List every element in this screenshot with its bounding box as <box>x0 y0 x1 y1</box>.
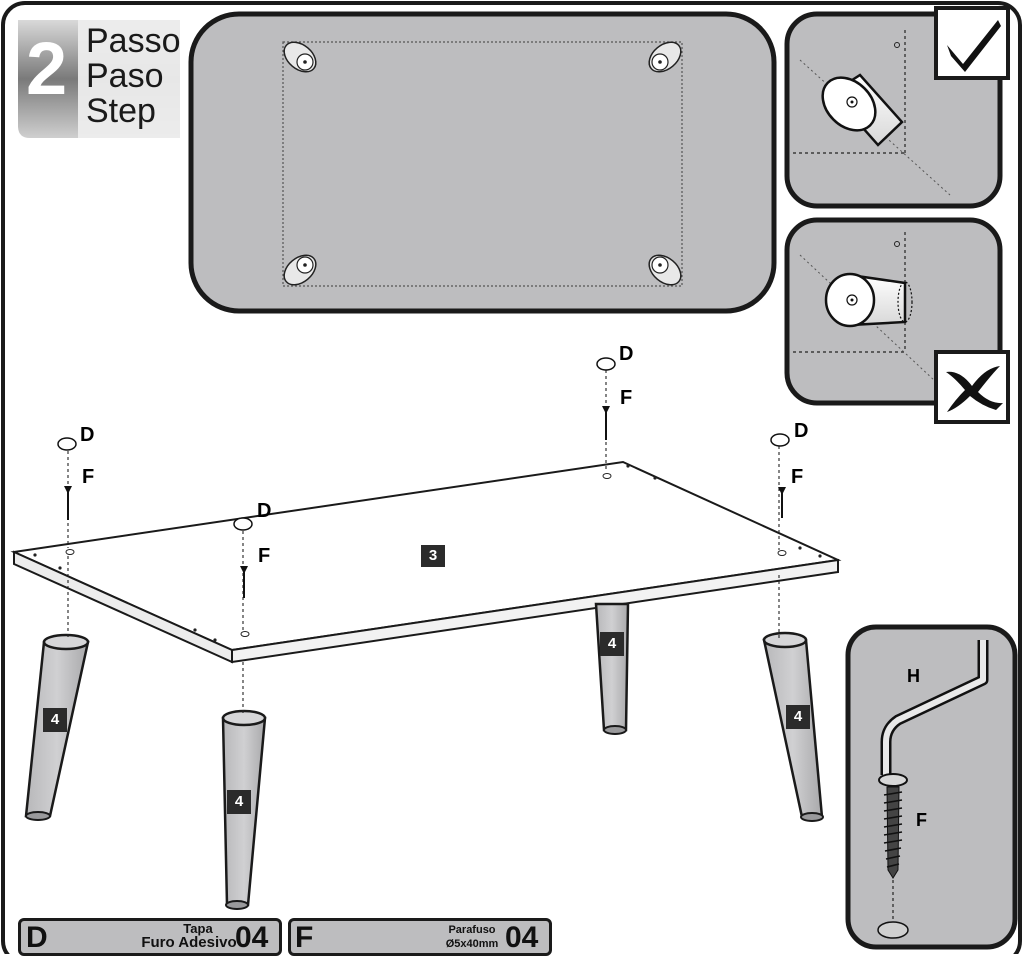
correct-orientation-panel <box>784 6 1010 209</box>
cap-callout: D <box>619 343 634 365</box>
leg-mount-bottom-right <box>648 254 682 286</box>
parts-item-name-line2: Ø5x40mm <box>445 938 499 950</box>
screw-callout: F <box>258 545 271 567</box>
parts-list-item-screw: F Parafuso Ø5x40mm 04 <box>288 918 552 956</box>
tilted-leg-correct <box>821 73 904 147</box>
parts-item-letter: D <box>26 921 48 954</box>
underside-view-panel <box>188 11 777 314</box>
check-icon <box>947 20 1001 72</box>
parts-item-name-line1: Parafuso <box>448 924 496 936</box>
check-box <box>934 6 1010 80</box>
tool-inset-panel <box>845 624 1018 950</box>
screw-callout: F <box>620 387 633 409</box>
hole-target <box>877 921 909 939</box>
parts-item-name-line1: Tapa <box>183 921 213 936</box>
cross-icon <box>946 366 1003 412</box>
leg-part-badge: 4 <box>43 708 67 732</box>
step-label-english: Step <box>86 92 156 130</box>
step-header <box>18 20 180 138</box>
parts-item-letter: F <box>295 921 314 954</box>
screw-head <box>878 773 908 787</box>
parts-item-name-line2: Furo Adesivo <box>141 934 237 951</box>
screw-callout: F <box>916 810 927 830</box>
crank-tool-h <box>880 640 989 775</box>
leg-mount-top-right <box>648 41 682 73</box>
leg-part-badge: 4 <box>227 790 251 814</box>
step-label-panel <box>78 20 180 138</box>
caps-d <box>57 357 790 531</box>
step-label-portuguese: Passo <box>86 22 181 60</box>
parts-item-quantity: 04 <box>235 921 269 954</box>
cap-callout: D <box>794 420 809 442</box>
leg-part-badge: 4 <box>600 632 624 656</box>
step-label-spanish: Paso <box>86 57 164 95</box>
screw-callout: F <box>82 466 95 488</box>
leg-mount-bottom-left <box>283 254 317 286</box>
tool-callout: H <box>907 666 920 686</box>
parts-item-quantity: 04 <box>505 921 539 954</box>
screw-callout: F <box>791 466 804 488</box>
screws-f <box>64 406 786 598</box>
step-number: 2 <box>26 27 68 110</box>
leg-part-badge: 4 <box>786 705 810 729</box>
incorrect-orientation-panel <box>784 217 1010 424</box>
cap-callout: D <box>80 424 95 446</box>
leg-mount-top-left <box>283 41 317 73</box>
parts-list-item-cap: D Tapa Furo Adesivo 04 <box>18 918 282 956</box>
cap-callout: D <box>257 500 272 522</box>
board-part-badge: 3 <box>421 545 445 567</box>
leg-position-outline <box>282 41 683 287</box>
straight-leg-incorrect <box>824 272 913 328</box>
